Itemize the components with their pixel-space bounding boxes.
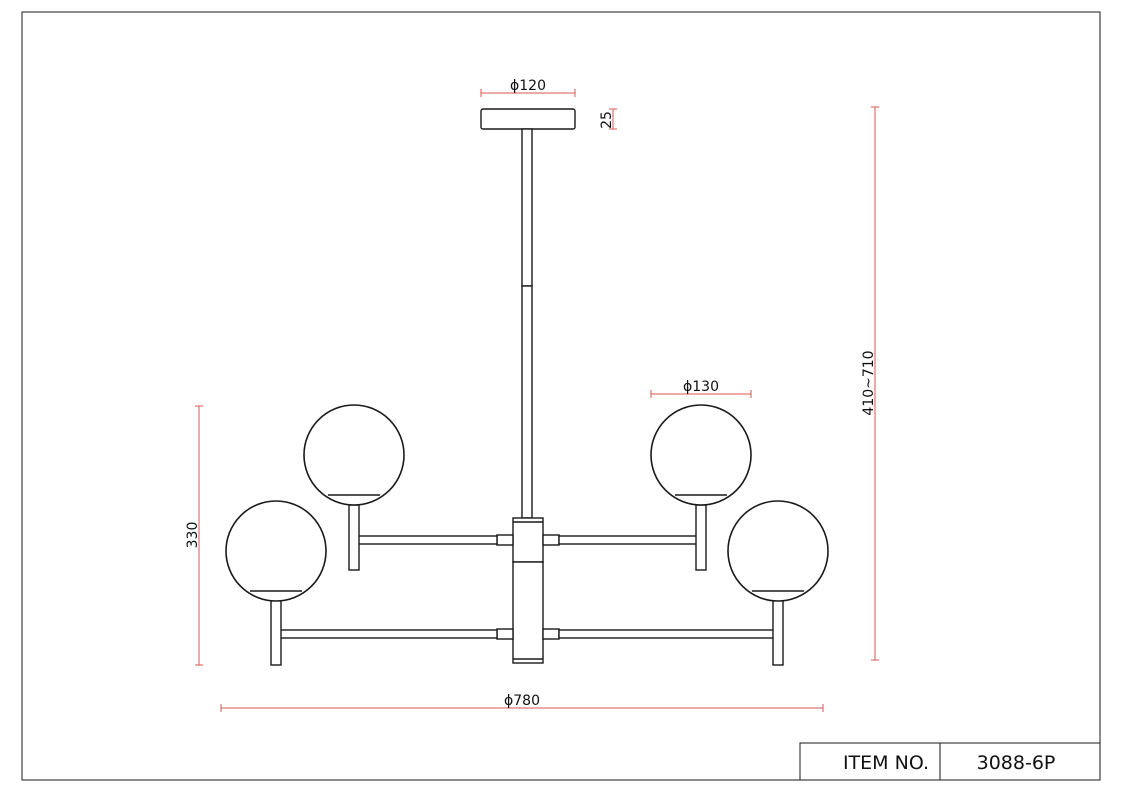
globe-lower-left — [225, 500, 327, 602]
globe-stem — [695, 504, 707, 571]
title-block-value-cell — [939, 742, 1101, 781]
dimension-canopy-diameter: ϕ120 — [480, 78, 576, 97]
item-no-value: 3088-6P — [977, 752, 1056, 774]
dimension-label: 410~710 — [861, 350, 877, 415]
chandelier — [225, 108, 829, 666]
drawing-border — [21, 11, 1101, 781]
globe-lower-right — [727, 500, 829, 602]
lower-arm-right — [558, 629, 779, 639]
dimension-label: ϕ120 — [510, 78, 546, 94]
dimension-label: 25 — [599, 111, 615, 129]
arm-connector — [496, 628, 514, 640]
downrod-lower — [521, 285, 533, 519]
glass-globe — [650, 404, 752, 506]
dimension-globe-diameter: ϕ130 — [650, 379, 752, 398]
ceiling-canopy — [480, 108, 576, 130]
central-hub-lower — [512, 561, 544, 664]
dimension-label: 330 — [185, 522, 201, 549]
glass-globe — [727, 500, 829, 602]
globe-upper-right — [650, 404, 752, 506]
dimension-canopy-height: 25 — [599, 108, 617, 130]
dimension-globe-span-height: 330 — [185, 405, 203, 666]
arm-connector — [496, 534, 514, 546]
dimension-label: ϕ130 — [683, 379, 719, 395]
glass-globe — [303, 404, 405, 506]
title-block: ITEM NO. 3088-6P — [799, 742, 1101, 781]
globe-upper-left — [303, 404, 405, 506]
glass-globe — [225, 500, 327, 602]
upper-arm-left — [355, 535, 498, 545]
arm-connector — [542, 534, 560, 546]
globe-stem — [348, 504, 360, 571]
globe-stem — [270, 597, 282, 666]
dimension-label: ϕ780 — [504, 693, 540, 709]
central-hub-upper — [512, 517, 544, 563]
dimension-overall-height: 410~710 — [861, 106, 879, 661]
upper-arm-right — [558, 535, 701, 545]
downrod-upper — [521, 128, 533, 287]
arm-connector — [542, 628, 560, 640]
dimension-overall-diameter: ϕ780 — [220, 693, 824, 712]
lower-arm-left — [277, 629, 498, 639]
item-no-label: ITEM NO. — [843, 752, 929, 774]
globe-stem — [772, 597, 784, 666]
